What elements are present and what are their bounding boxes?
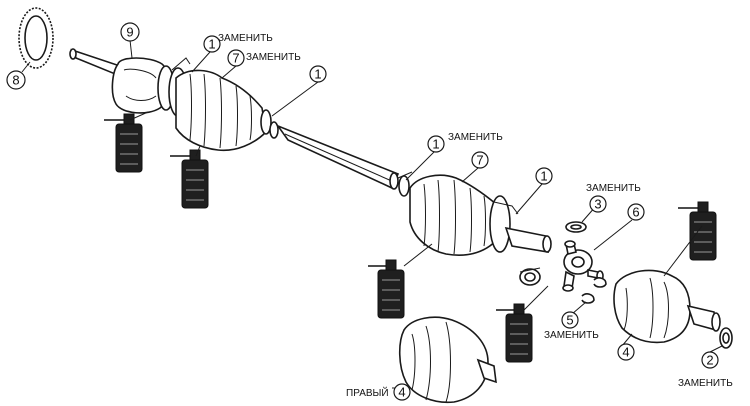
callout-4-right-housing: 4 xyxy=(617,343,635,361)
inner-boot-clamp-small xyxy=(397,171,413,197)
callout-1-inner-small-clamp: 1 xyxy=(427,135,445,153)
inner-boot xyxy=(409,174,501,256)
callout-1-inner-large-clamp: 1 xyxy=(535,167,553,185)
callout-4-left-housing: 4 xyxy=(393,383,411,401)
grease-can-2 xyxy=(170,149,209,209)
callout-5: 5 xyxy=(561,311,579,329)
svg-text:7: 7 xyxy=(476,153,483,168)
inner-boot-clamp-large xyxy=(489,195,519,253)
callout-1-outer-clamp: 1 xyxy=(203,35,221,53)
tone-ring xyxy=(18,7,54,69)
svg-text:9: 9 xyxy=(126,25,133,40)
svg-text:6: 6 xyxy=(632,205,639,220)
replace-label-snap-ring: ЗАМЕНИТЬ xyxy=(544,330,599,341)
grease-can-1 xyxy=(104,113,143,173)
callout-3: 3 xyxy=(589,195,607,213)
inner-shaft-end xyxy=(504,226,552,253)
svg-text:1: 1 xyxy=(432,137,439,152)
svg-text:1: 1 xyxy=(540,169,547,184)
svg-text:8: 8 xyxy=(12,73,19,88)
svg-text:4: 4 xyxy=(398,385,405,400)
intermediate-shaft xyxy=(275,124,400,190)
spacer-ring xyxy=(565,221,587,233)
svg-text:7: 7 xyxy=(232,51,239,66)
svg-text:3: 3 xyxy=(594,197,601,212)
right-side-label: ПРАВЫЙ xyxy=(346,386,389,399)
replace-label-outer-boot: ЗАМЕНИТЬ xyxy=(246,52,301,63)
outer-boot-clamp-small xyxy=(260,109,279,139)
outer-boot xyxy=(175,69,267,152)
callout-2: 2 xyxy=(701,351,719,369)
callout-9: 9 xyxy=(120,22,140,42)
outer-cv-joint xyxy=(111,57,175,114)
callout-6: 6 xyxy=(627,203,645,221)
oil-seal xyxy=(719,327,733,349)
roller-bearing xyxy=(519,267,541,286)
replace-label-inner-clamp: ЗАМЕНИТЬ xyxy=(448,132,503,143)
svg-text:5: 5 xyxy=(566,313,573,328)
callout-7-outer-boot: 7 xyxy=(227,49,245,67)
svg-text:1: 1 xyxy=(208,37,215,52)
callout-7-inner-boot: 7 xyxy=(471,151,489,169)
svg-text:2: 2 xyxy=(706,353,713,368)
replace-label-oil-seal: ЗАМЕНИТЬ xyxy=(678,378,733,389)
leader-lines xyxy=(21,39,723,389)
replace-label-spacer: ЗАМЕНИТЬ xyxy=(586,183,641,194)
callout-8: 8 xyxy=(6,70,26,90)
callout-1-outer-small-clamp: 1 xyxy=(309,65,327,83)
grease-can-3 xyxy=(368,259,405,319)
snap-ring-right xyxy=(593,277,607,288)
grease-can-5 xyxy=(678,201,717,261)
tripod-joint xyxy=(562,240,604,292)
replace-label-outer-clamp: ЗАМЕНИТЬ xyxy=(218,33,273,44)
svg-text:1: 1 xyxy=(314,67,321,82)
svg-text:4: 4 xyxy=(622,345,629,360)
snap-ring-left xyxy=(581,293,595,304)
grease-can-4 xyxy=(496,303,533,363)
inner-housing-left xyxy=(398,316,497,404)
inner-housing-right xyxy=(613,269,721,344)
